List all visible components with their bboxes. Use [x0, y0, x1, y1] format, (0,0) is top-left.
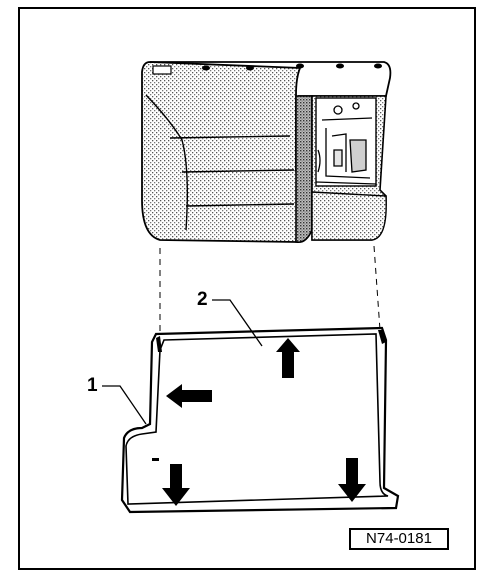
floor-mat [125, 333, 389, 505]
seat-back-left-section [141, 61, 302, 243]
callout-label: 2 [197, 289, 208, 310]
callout-label: 1 [87, 375, 98, 396]
seat-back-divider [295, 95, 313, 244]
arrow-left-icon [166, 384, 212, 408]
figure-id-label: N74-0181 [349, 528, 449, 550]
marker-dash [152, 458, 159, 461]
seat-cushion-outline [120, 326, 400, 514]
leader-line-1 [102, 385, 147, 425]
leader-line-2 [212, 299, 263, 347]
alignment-lines [159, 245, 381, 332]
arrow-down-icon [338, 458, 366, 502]
figure-frame [18, 7, 476, 570]
arrow-up-icon [276, 338, 300, 378]
arrow-down-icon [162, 464, 190, 506]
seat-back [141, 61, 392, 244]
seat-cushion-assembly [120, 326, 400, 514]
latch-mechanism [315, 102, 377, 185]
